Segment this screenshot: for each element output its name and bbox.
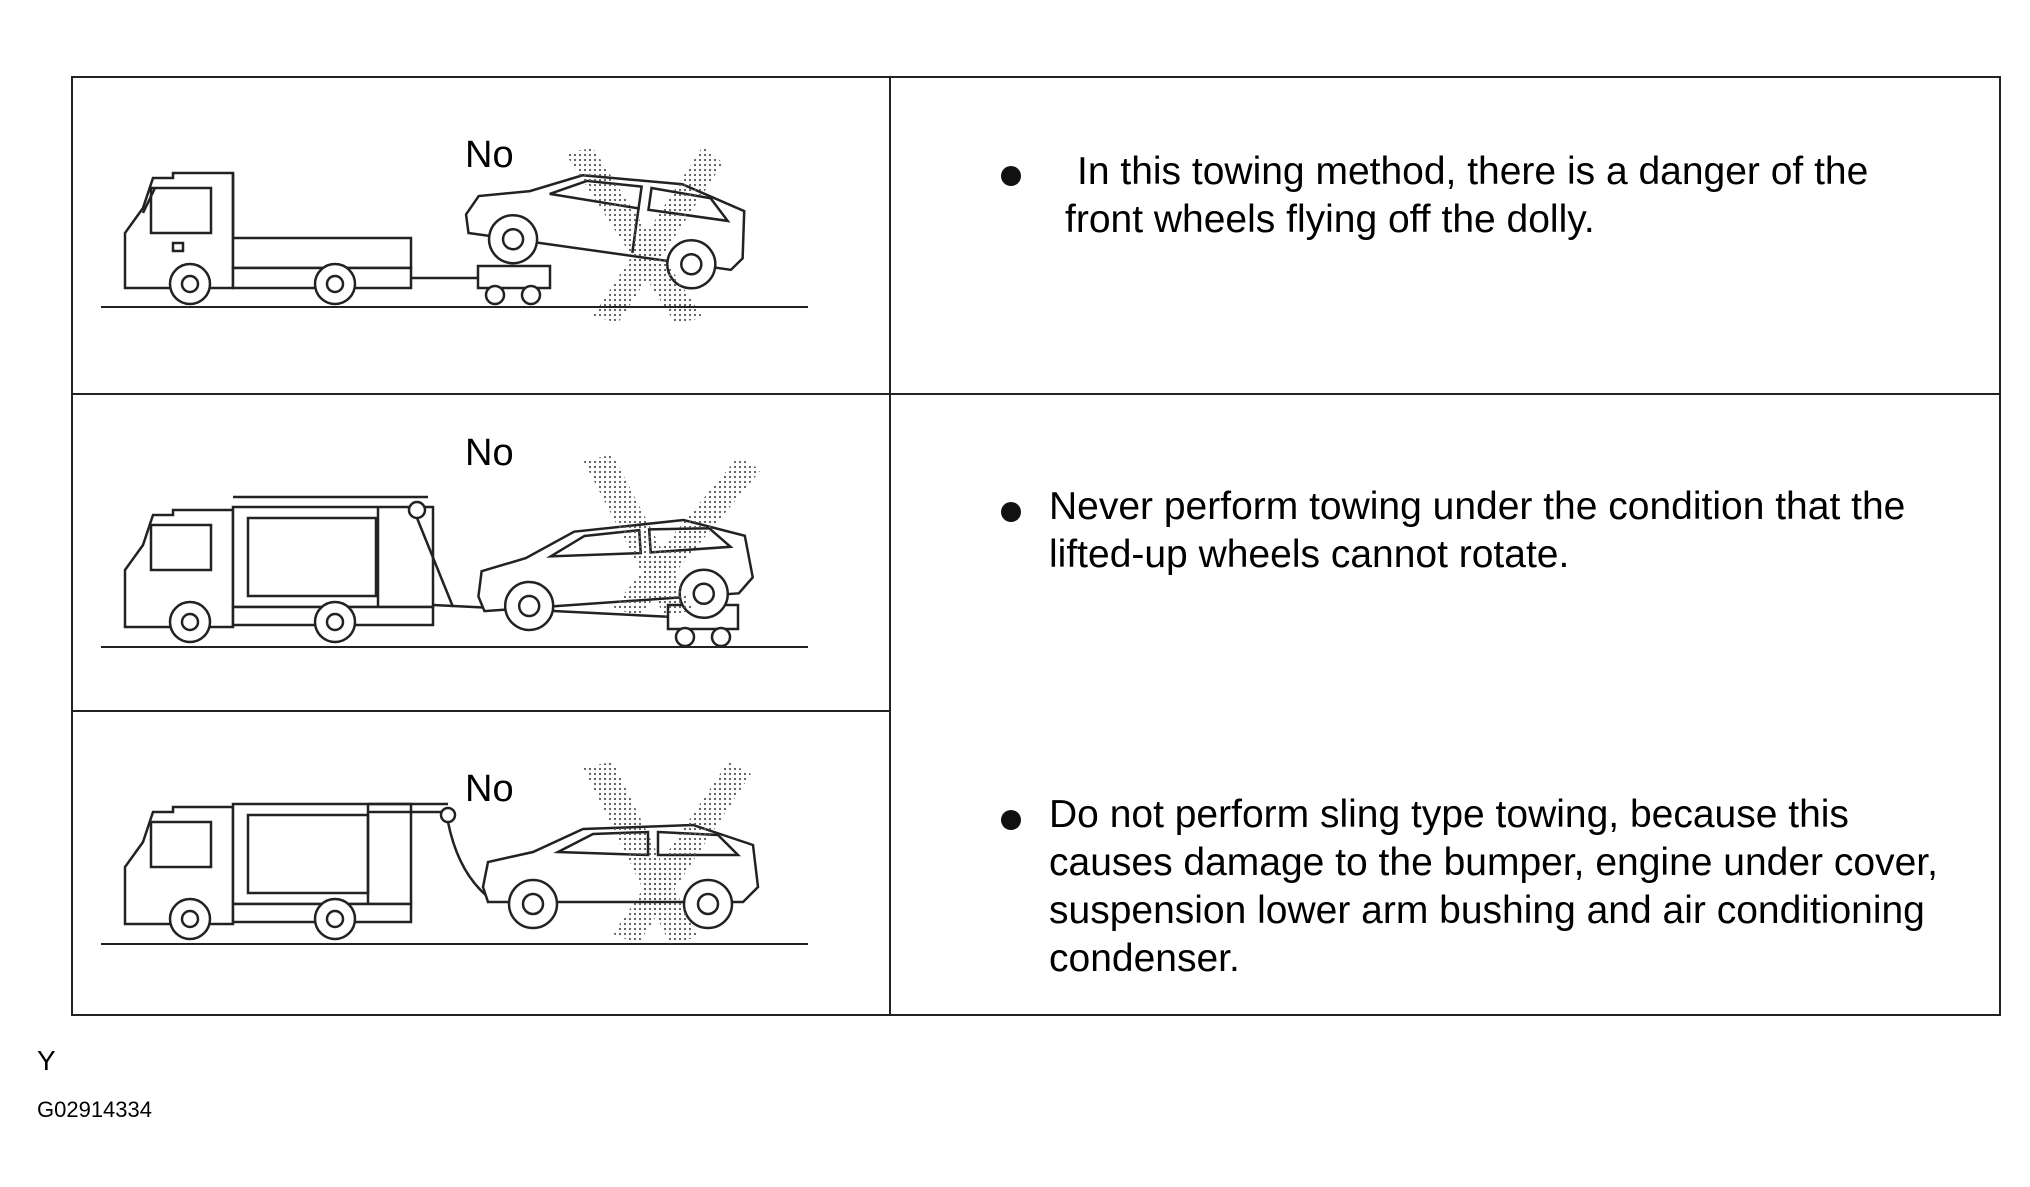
prohibited-cross	[583, 762, 751, 944]
bullet-row-1	[1001, 166, 1021, 186]
tow-dolly-illustration	[101, 146, 808, 323]
tow-truck	[123, 802, 489, 941]
description-row-2: Never perform towing under the condition…	[1049, 483, 1905, 579]
dolly	[476, 264, 552, 306]
towing-caution-table: No	[71, 76, 2001, 1016]
no-label-row-2: No	[465, 432, 514, 474]
figure-code-number: G02914334	[37, 1097, 152, 1122]
description-row-3: Do not perform sling type towing, becaus…	[1049, 791, 1938, 983]
no-label-row-1: No	[465, 134, 514, 176]
illustration-row-1	[73, 78, 889, 393]
sling-tow-illustration	[101, 762, 808, 945]
wheel-lift-illustration	[101, 455, 808, 648]
description-line: Do not perform sling type towing, becaus…	[1049, 793, 1849, 836]
tow-truck	[123, 171, 478, 306]
description-line: condenser.	[1049, 937, 1240, 980]
row-divider-1	[73, 393, 1999, 395]
description-line: In this towing method, there is a danger…	[1077, 150, 1869, 193]
description-line: causes damage to the bumper, engine unde…	[1049, 841, 1938, 884]
description-row-1: In this towing method, there is a danger…	[1065, 148, 1868, 244]
towed-car	[477, 518, 755, 632]
illustration-row-3	[73, 712, 889, 1014]
bullet-row-3	[1001, 810, 1021, 830]
description-line: front wheels flying off the dolly.	[1065, 198, 1595, 241]
figure-code-letter: Y	[37, 1045, 56, 1076]
bullet-row-2	[1001, 502, 1021, 522]
description-line: lifted-up wheels cannot rotate.	[1049, 533, 1570, 576]
description-line: Never perform towing under the condition…	[1049, 485, 1906, 528]
row-divider-2	[73, 710, 889, 712]
column-divider	[889, 78, 891, 1014]
prohibited-cross	[565, 146, 723, 323]
no-label-row-3: No	[465, 768, 514, 810]
description-line: suspension lower arm bushing and air con…	[1049, 889, 1925, 932]
tow-truck	[123, 495, 674, 644]
prohibited-cross	[583, 455, 761, 617]
illustration-row-2	[73, 395, 889, 710]
